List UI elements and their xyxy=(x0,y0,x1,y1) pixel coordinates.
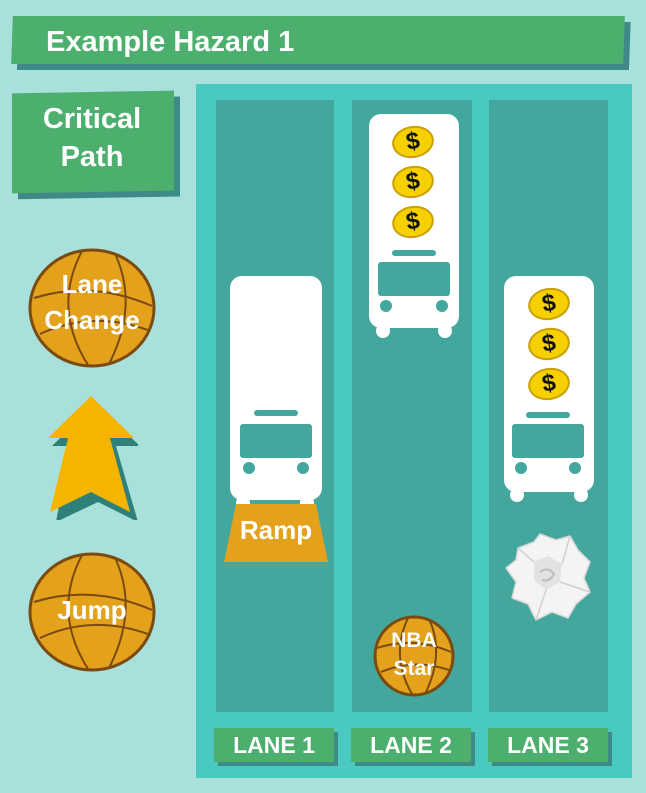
lane-2-bus-wheel xyxy=(376,324,390,338)
lane-2-label: LANE 2 xyxy=(351,728,471,762)
lane-change-line-1: Lane xyxy=(61,269,123,299)
lane-1-bus-headlight xyxy=(243,462,255,474)
critical-path-line-2: Path xyxy=(60,141,124,173)
critical-path-line-1: Critical xyxy=(42,103,142,135)
lane-3-label: LANE 3 xyxy=(488,728,608,762)
lane-2-bus-grille xyxy=(392,250,436,256)
lane-3-bus-windshield xyxy=(512,424,584,458)
lane-3-bus-wheel xyxy=(510,488,524,502)
lane-2-bus-wheel xyxy=(438,324,452,338)
lane-1-bus-windshield xyxy=(240,424,312,458)
critical-path-label: Critical Path xyxy=(22,100,162,176)
lane-3-bus-headlight xyxy=(569,462,581,474)
ramp-icon xyxy=(224,504,328,562)
ramp-label: Ramp xyxy=(239,515,313,545)
lane-1-bus-grille xyxy=(254,410,298,416)
jump-basketball-icon xyxy=(28,552,156,672)
nba-star-basketball-icon xyxy=(373,615,455,697)
crumpled-paper-icon xyxy=(504,533,591,622)
nba-star-line-1: NBA xyxy=(391,629,437,652)
lane-3-bus-headlight xyxy=(515,462,527,474)
lane-change-basketball-icon xyxy=(28,248,156,368)
lane-change-line-2: Change xyxy=(44,305,140,335)
lane-3-bus-grille xyxy=(526,412,570,418)
lane-change-label: Lane Change xyxy=(26,266,158,338)
lane-1-label: LANE 1 xyxy=(214,728,334,762)
up-arrow-icon xyxy=(48,396,138,520)
lane-1-bus-headlight xyxy=(297,462,309,474)
lane-2-bus-windshield xyxy=(378,262,450,296)
page-title: Example Hazard 1 xyxy=(46,26,295,58)
jump-label: Jump xyxy=(57,595,127,625)
lane-3-bus-wheel xyxy=(574,488,588,502)
lane-2-bus-headlight xyxy=(436,300,448,312)
nba-star-label: NBA Star xyxy=(372,627,456,683)
nba-star-line-2: Star xyxy=(393,657,435,680)
lane-2-bus-headlight xyxy=(380,300,392,312)
